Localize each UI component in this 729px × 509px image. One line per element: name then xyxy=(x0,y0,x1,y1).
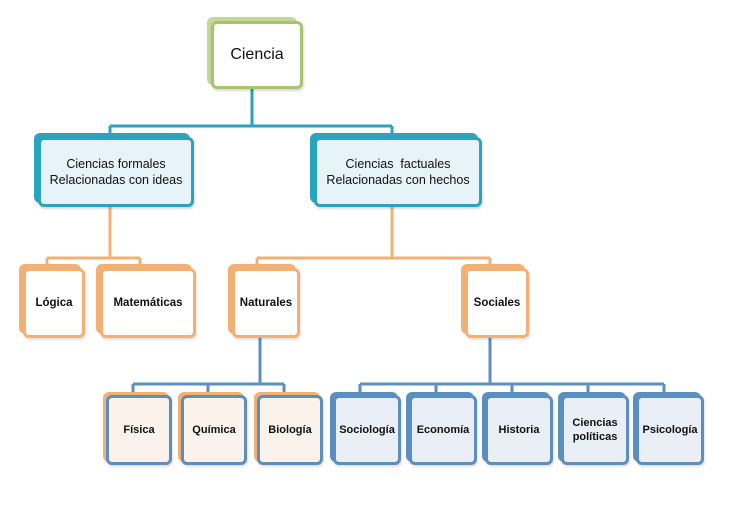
formales-subtitle: Relacionadas con ideas xyxy=(49,173,183,187)
level1-connectors xyxy=(45,204,492,266)
sociales-node: Sociales xyxy=(465,268,529,338)
historia-node: Historia xyxy=(485,395,553,465)
economia-label: Economía xyxy=(416,423,470,436)
root-node: Ciencia xyxy=(211,21,303,89)
factuales-subtitle: Relacionadas con hechos xyxy=(326,173,470,187)
quimica-label: Química xyxy=(192,423,236,436)
sociologia-node: Sociología xyxy=(333,395,401,465)
factuales-node: Ciencias factuales Relacionadas con hech… xyxy=(314,137,482,207)
quimica-node: Química xyxy=(181,395,247,465)
fisica-node: Física xyxy=(106,395,172,465)
logica-node: Lógica xyxy=(23,268,85,338)
biologia-node: Biología xyxy=(257,395,323,465)
matematicas-label: Matemáticas xyxy=(113,296,183,309)
historia-label: Historia xyxy=(498,423,540,436)
biologia-label: Biología xyxy=(268,423,312,436)
logica-label: Lógica xyxy=(35,296,73,309)
factuales-title: Ciencias factuales xyxy=(345,156,451,171)
sociales-label: Sociales xyxy=(473,296,521,309)
psicologia-label: Psicología xyxy=(642,423,698,436)
formales-node: Ciencias formales Relacionadas con ideas xyxy=(38,137,194,207)
matematicas-node: Matemáticas xyxy=(100,268,196,338)
ciencias-politicas-label: Ciencias políticas xyxy=(572,416,618,443)
economia-node: Economía xyxy=(409,395,477,465)
root-connectors xyxy=(108,88,394,135)
formales-title: Ciencias formales xyxy=(66,156,166,171)
naturales-label: Naturales xyxy=(239,296,293,309)
root-label: Ciencia xyxy=(230,45,284,63)
fisica-label: Física xyxy=(123,423,155,436)
sociologia-label: Sociología xyxy=(339,423,395,436)
ciencias-politicas-node: Ciencias políticas xyxy=(561,395,629,465)
naturales-node: Naturales xyxy=(232,268,300,338)
psicologia-node: Psicología xyxy=(636,395,704,465)
level2-connectors xyxy=(131,338,666,392)
